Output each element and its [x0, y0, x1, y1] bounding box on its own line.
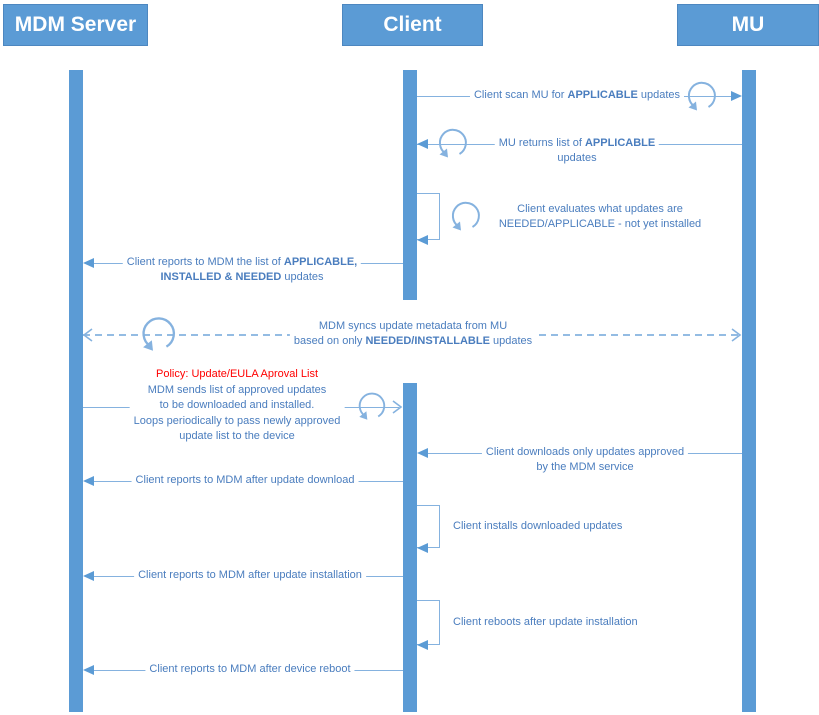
actor-label-mdm-server: MDM Server: [14, 13, 137, 36]
self-message-bracket-install: [417, 505, 440, 548]
actor-box-mu: MU: [677, 4, 819, 46]
message-label-report-download: Client reports to MDM after update downl…: [131, 473, 359, 488]
message-label-scan-mu: Client scan MU for APPLICABLE updates: [469, 88, 685, 103]
arrowhead-evaluate: [417, 235, 428, 245]
open-arrowhead-left-sync: [81, 327, 95, 348]
arrowhead-report-install: [83, 571, 94, 581]
loop-icon: [449, 199, 485, 240]
actor-label-client: Client: [383, 13, 442, 36]
message-label-evaluate: Client evaluates what updates are NEEDED…: [494, 202, 706, 232]
message-label-report-install: Client reports to MDM after update insta…: [134, 568, 366, 583]
arrowhead-report-reboot: [83, 665, 94, 675]
arrowhead-reboot: [417, 640, 428, 650]
open-arrowhead-right-sync: [729, 327, 743, 348]
lifeline-mu: [742, 70, 756, 712]
lifeline-client-lower: [403, 383, 417, 712]
arrowhead-client-downloads: [417, 448, 428, 458]
arrowhead-scan-mu: [731, 91, 742, 101]
actor-label-mu: MU: [731, 13, 765, 36]
lifeline-mdm-server: [69, 70, 83, 712]
message-label-sync-metadata: MDM syncs update metadata from MU based …: [289, 319, 537, 349]
loop-icon: [685, 79, 721, 120]
arrowhead-mu-returns: [417, 139, 428, 149]
actor-box-mdm-server: MDM Server: [3, 4, 148, 46]
message-label-install: Client installs downloaded updates: [450, 519, 626, 534]
loop-icon: [436, 126, 472, 167]
arrowhead-report-download: [83, 476, 94, 486]
loop-icon: [356, 390, 390, 429]
open-arrowhead-send-approved: [390, 399, 404, 420]
arrowhead-install: [417, 543, 428, 553]
message-label-client-downloads: Client downloads only updates approved b…: [481, 445, 689, 475]
arrowhead-reports-list: [83, 258, 94, 268]
self-message-bracket-reboot: [417, 600, 440, 645]
self-message-bracket-evaluate: [417, 193, 440, 240]
message-label-mu-returns: MU returns list of APPLICABLE updates: [494, 136, 660, 166]
loop-icon: [139, 314, 181, 361]
message-label-reboot: Client reboots after update installation: [450, 615, 641, 630]
policy-text: Policy: Update/EULA Aproval List: [155, 368, 319, 380]
lifeline-client-upper: [403, 70, 417, 300]
actor-box-client: Client: [342, 4, 483, 46]
message-label-report-reboot: Client reports to MDM after device reboo…: [145, 662, 355, 677]
message-label-send-approved: Policy: Update/EULA Aproval List MDM sen…: [129, 367, 345, 445]
message-label-reports-list: Client reports to MDM the list of APPLIC…: [122, 255, 362, 285]
